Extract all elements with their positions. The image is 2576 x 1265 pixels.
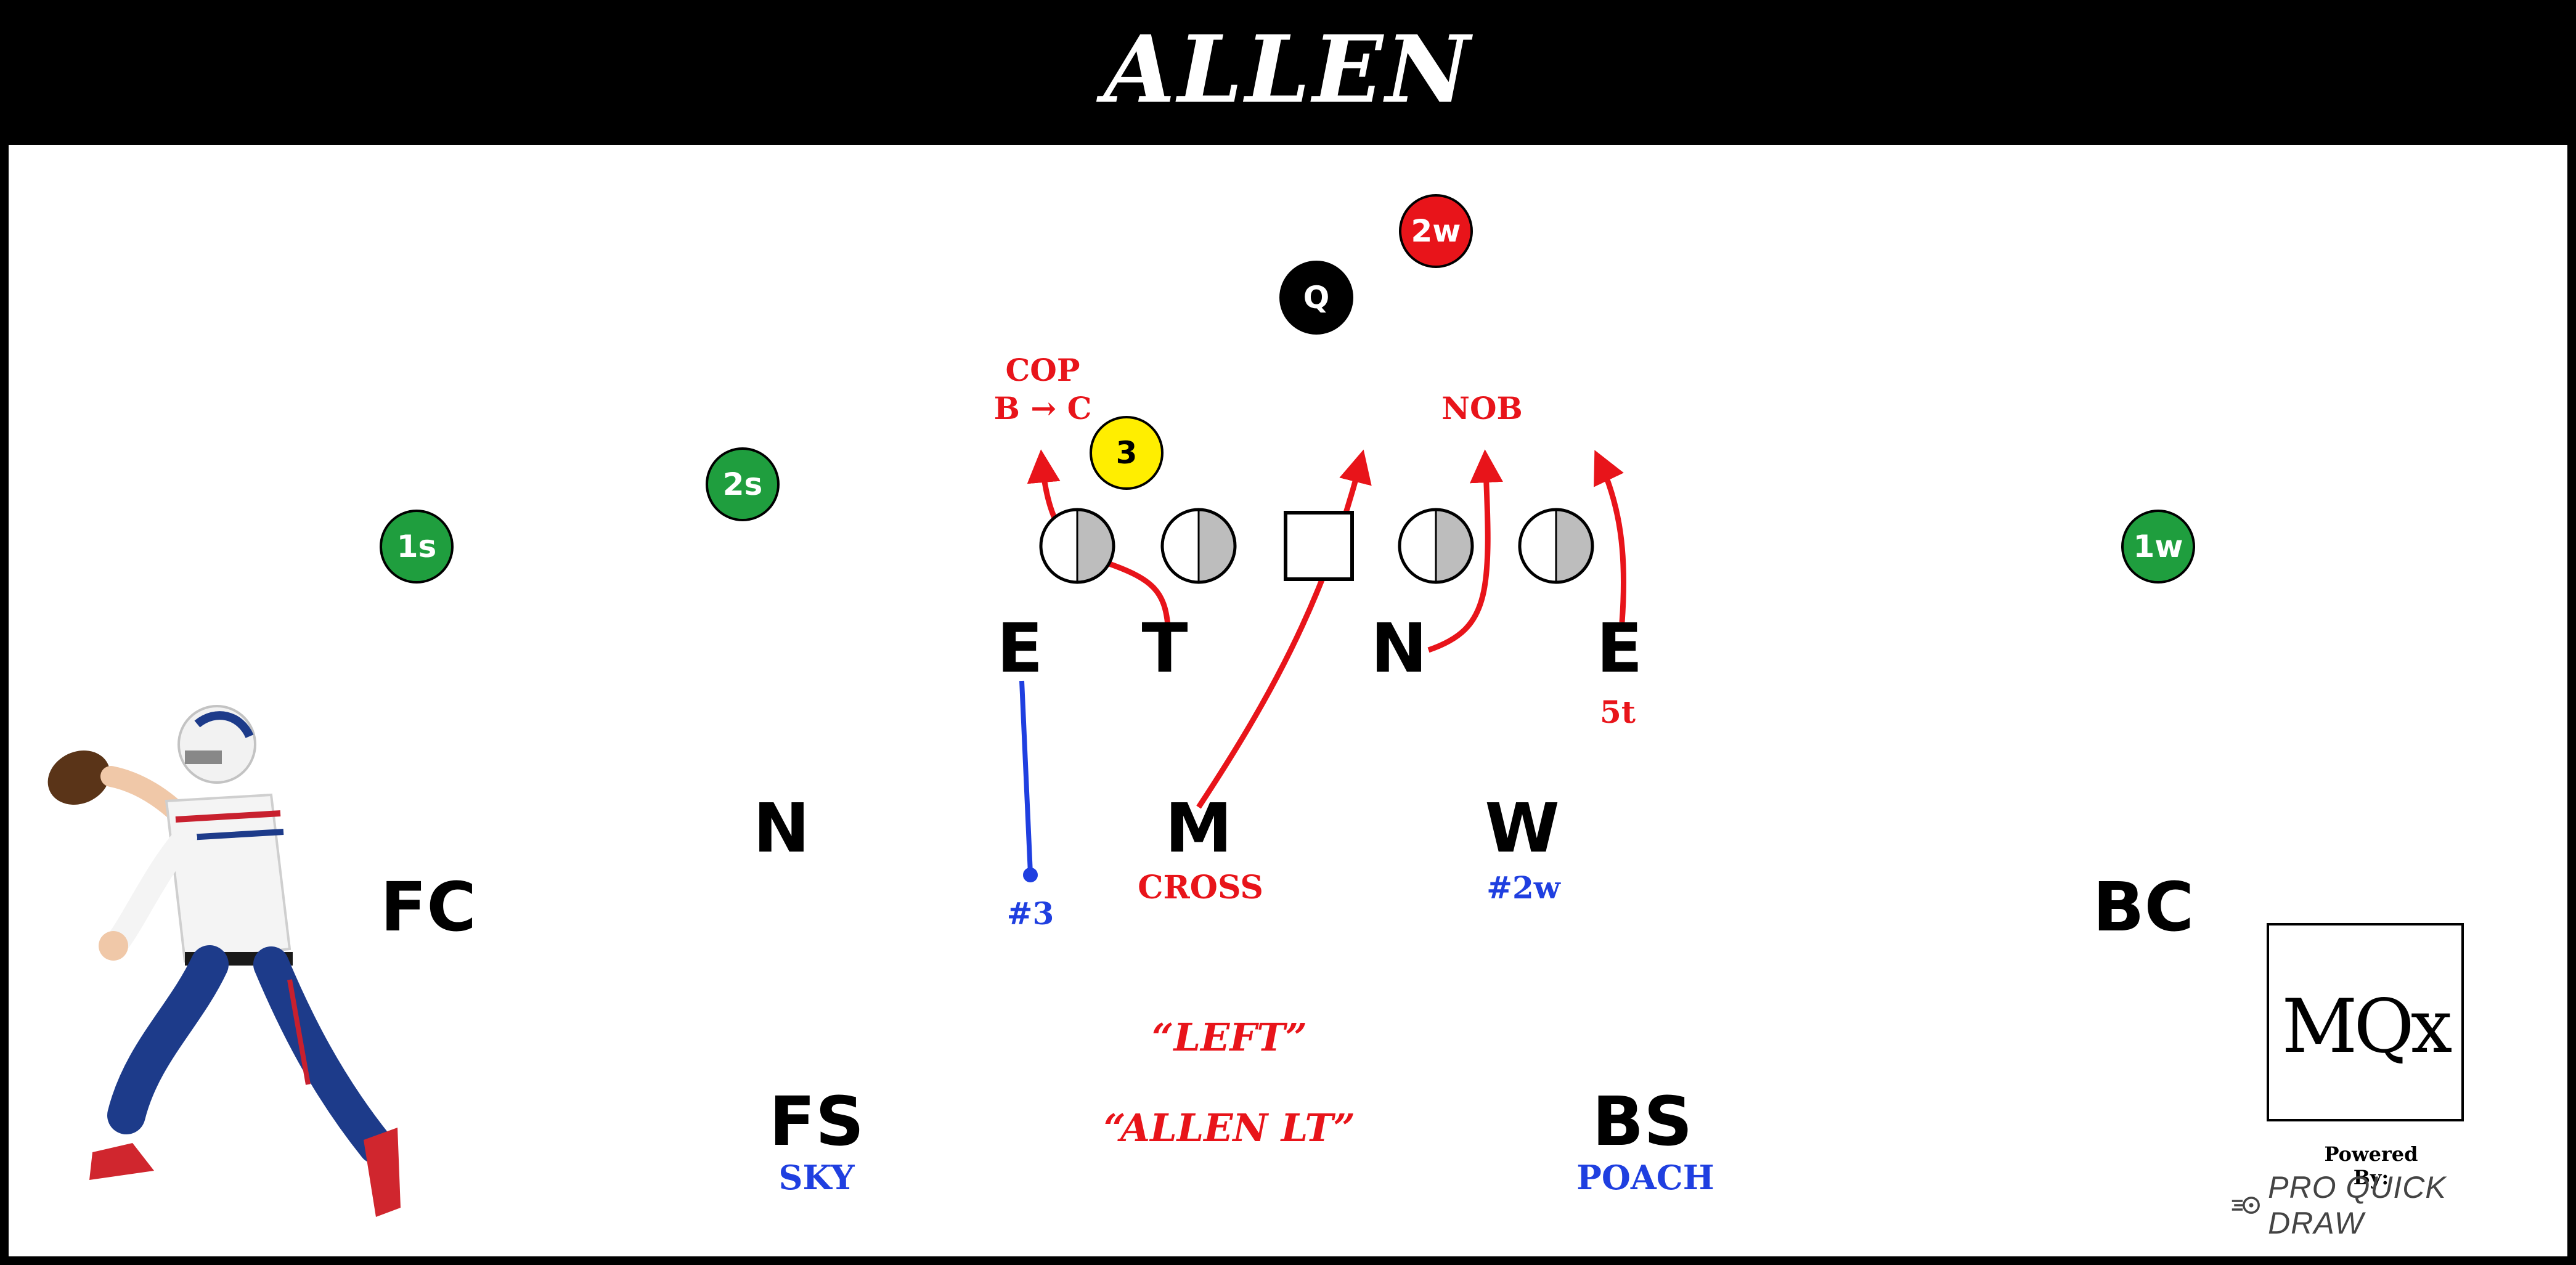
defender-bs: BS — [1592, 1082, 1692, 1161]
mq-logo: MQx — [2267, 923, 2464, 1121]
defender-t: T — [1141, 609, 1188, 688]
offense-markers: 1s 2s 3 Q 2w 1w — [380, 194, 2195, 584]
pro-quick-draw-brand: PRO QUICK DRAW — [2231, 1169, 2514, 1241]
annotation-cop: COP — [1006, 352, 1080, 388]
receiver-q: Q — [1279, 261, 1353, 335]
powered-by-label: Powered By: — [2324, 1142, 2418, 1189]
annotation-cross: CROSS — [1138, 869, 1263, 906]
receiver-label-q: Q — [1303, 280, 1330, 315]
pro-quick-draw-text: PRO QUICK DRAW — [2268, 1170, 2447, 1240]
receiver-1w: 1w — [2121, 510, 2195, 584]
defender-m: M — [1165, 789, 1232, 868]
defender-e-left: E — [997, 609, 1043, 688]
defender-fc: FC — [380, 868, 476, 946]
lineman-4 — [1398, 508, 1474, 584]
receiver-3: 3 — [1090, 416, 1164, 490]
annotation-5t: 5t — [1600, 694, 1636, 730]
receiver-label-3: 3 — [1116, 435, 1138, 471]
annotations: COP B → C NOB 5t #3 CROSS #2w SKY POACH … — [778, 352, 1714, 1197]
receiver-1s: 1s — [380, 510, 454, 584]
header-bar: ALLEN — [0, 0, 2576, 145]
offensive-line — [1039, 508, 1594, 584]
receiver-2w: 2w — [1399, 194, 1473, 268]
lineman-center — [1284, 511, 1354, 581]
route-n-nob — [1427, 449, 1503, 653]
lineman-5 — [1518, 508, 1594, 584]
call-allen-lt: “ALLEN LT” — [1104, 1105, 1355, 1150]
drop-point-3 — [1023, 868, 1038, 882]
route-e-5t — [1594, 450, 1627, 623]
receiver-2s: 2s — [706, 447, 780, 521]
route-e-drop-3 — [1019, 680, 1033, 874]
call-left: “LEFT” — [1152, 1015, 1307, 1060]
defender-n-lb: N — [753, 789, 810, 868]
page-title: ALLEN — [1103, 15, 1473, 124]
lineman-1 — [1039, 508, 1115, 584]
defense-labels: E T N E N M W FC BC FS BS — [380, 609, 2194, 1161]
annotation-nob: NOB — [1441, 390, 1523, 426]
pro-quick-draw-icon — [2232, 1197, 2260, 1214]
defender-n-line: N — [1371, 609, 1427, 688]
lineman-2 — [1160, 508, 1237, 584]
annotation-hash-2w: #2w — [1486, 869, 1562, 906]
receiver-label-2w: 2w — [1411, 213, 1461, 249]
receiver-label-1w: 1w — [2134, 529, 2183, 564]
receiver-label-1s: 1s — [397, 529, 437, 564]
defender-e-right: E — [1596, 609, 1642, 688]
defender-w: W — [1485, 789, 1559, 868]
receiver-label-2s: 2s — [723, 466, 763, 502]
defender-fs: FS — [769, 1082, 864, 1161]
mq-logo-mark: MQx — [2281, 984, 2453, 1070]
route-m-cross — [1196, 449, 1372, 809]
annotation-sky: SKY — [778, 1158, 855, 1197]
annotation-poach: POACH — [1576, 1158, 1714, 1197]
annotation-b-to-c: B → C — [994, 390, 1092, 426]
quarterback-figure — [47, 705, 401, 1217]
annotation-hash-3: #3 — [1007, 895, 1054, 932]
defender-bc: BC — [2093, 868, 2195, 946]
